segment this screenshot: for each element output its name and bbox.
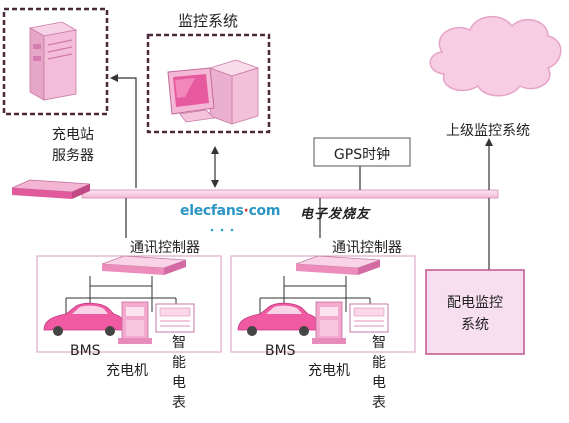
desktop-computer-icon [167,59,260,125]
monitor-system-node [146,33,271,134]
station-server-label-line1: 充电站 [52,127,94,143]
server-link [110,74,137,188]
watermark-brand: elecfans [180,203,244,219]
watermark-tld: com [248,203,281,219]
gps-clock-box [313,137,411,167]
smart-meter-left-char-4: 表 [172,395,186,411]
cloud-icon [429,16,562,97]
connection-lines [110,74,493,270]
smart-meter-right-char-3: 电 [372,375,386,391]
upper-monitor-label: 上级监控系统 [446,123,530,139]
bus-bar [11,179,499,199]
bms-right-label: BMS [265,343,296,359]
distribution-monitor-label-line2: 系统 [461,317,489,333]
charger-right-label: 充电机 [308,363,350,379]
smart-meter-right-char-1: 智 [372,335,386,351]
smart-meter-left-char-3: 电 [172,375,186,391]
station-server-label-line2: 服务器 [52,148,94,164]
smart-meter-right-char-4: 表 [372,395,386,411]
server-icon [28,21,78,101]
left-charger-icon [118,301,152,344]
left-smart-meter-icon [155,303,195,333]
network-switch-icon [11,179,91,199]
left-station-group [36,255,222,353]
comm-controller-left-label: 通讯控制器 [130,240,200,256]
watermark-cn: 电子发烧友 [300,207,371,222]
monitor-system-label: 监控系统 [178,12,239,30]
right-smart-meter-icon [349,303,389,333]
smart-meter-left-char-1: 智 [172,335,186,351]
watermark-logo: elecfans·com [180,203,280,219]
charger-left-label: 充电机 [106,363,148,379]
gps-clock-label: GPS时钟 [333,147,391,163]
smart-meter-right-char-2: 能 [372,355,386,371]
distribution-monitor-label-line1: 配电监控 [447,295,503,311]
left-controller-device [101,255,187,275]
station-server-node [2,7,109,116]
right-ev-car-icon [237,302,319,336]
watermark-dots [210,228,234,232]
right-controller-device [295,255,381,275]
smart-meter-left-char-2: 能 [172,355,186,371]
watermark-dot: · [243,203,249,219]
right-station-group [230,255,416,353]
monitor-system-frame [146,33,271,134]
station-server-frame [2,7,109,116]
distribution-monitor-box [425,269,525,355]
comm-controller-right-label: 通讯控制器 [332,240,402,256]
right-charger-icon [312,301,346,344]
left-ev-car-icon [43,302,125,336]
bms-left-label: BMS [70,343,101,359]
